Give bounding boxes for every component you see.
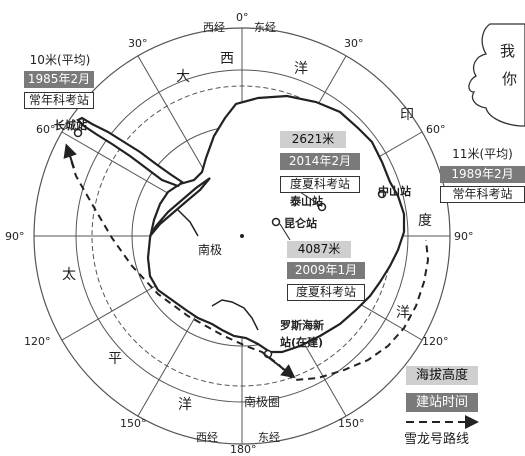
legend-route-label: 雪龙号路线	[404, 432, 470, 447]
great-wall-station-type: 常年科考站	[24, 92, 94, 109]
south-pole-marker	[240, 234, 244, 238]
deg-60-east: 60°	[426, 123, 446, 136]
kunlun-altitude: 4087米	[287, 241, 351, 258]
pacific-char-2: 平	[108, 351, 122, 367]
deg-120-east: 120°	[422, 335, 449, 348]
legend-build-time: 建站时间	[406, 393, 478, 412]
pointer-kunlun	[279, 223, 291, 241]
taishan-station-name: 泰山站	[290, 195, 323, 208]
bubble-text-1: 我	[500, 42, 516, 60]
deg-90-west: 90°	[5, 230, 25, 243]
great-wall-altitude: 10米(平均)	[24, 52, 96, 69]
deg-150-west: 150°	[120, 417, 147, 430]
deg-30-west: 30°	[128, 37, 148, 50]
east-longitude-top: 东经	[254, 21, 276, 34]
zhongshan-station-marker	[377, 189, 387, 199]
deg-120-west: 120°	[24, 335, 51, 348]
deg-180: 180°	[230, 443, 257, 456]
indian-char-2: 度	[418, 213, 432, 229]
xuelong-route	[67, 149, 430, 382]
legend-altitude: 海拔高度	[406, 366, 478, 385]
atlantic-char-2: 西	[220, 51, 234, 67]
antarctic-peninsula	[76, 116, 184, 188]
ice-shelf-line	[211, 299, 259, 331]
east-longitude-bottom: 东经	[258, 431, 280, 444]
taishan-station-marker	[317, 202, 327, 212]
south-pole-label: 南极	[198, 243, 223, 257]
zhongshan-altitude: 11米(平均)	[440, 146, 525, 163]
deg-90-east: 90°	[454, 230, 474, 243]
great-wall-station-name: 长城站	[54, 119, 87, 132]
great-wall-station-marker	[73, 128, 83, 138]
deg-30-east: 30°	[344, 37, 364, 50]
kunlun-station-marker	[271, 217, 281, 227]
taishan-station-type: 度夏科考站	[280, 176, 360, 193]
bubble-text-2: 你	[502, 70, 518, 88]
ross-sea-station-name-1: 罗斯海新	[280, 319, 324, 332]
deg-0: 0°	[236, 11, 249, 24]
taishan-altitude: 2621米	[280, 131, 346, 148]
great-wall-build-time: 1985年2月	[24, 71, 94, 88]
antarctic-circle-label: 南极圈	[244, 395, 281, 409]
west-longitude-bottom: 西经	[196, 431, 218, 444]
zhongshan-build-time: 1989年2月	[440, 166, 525, 183]
deg-60-west: 60°	[36, 123, 56, 136]
taishan-build-time: 2014年2月	[280, 153, 360, 170]
kunlun-station-name: 昆仑站	[284, 217, 317, 230]
kunlun-station-type: 度夏科考站	[287, 284, 365, 301]
pacific-char-3: 洋	[178, 397, 192, 413]
pacific-char-1: 太	[62, 267, 76, 283]
deg-150-east: 150°	[338, 417, 365, 430]
atlantic-char-1: 大	[176, 69, 190, 85]
route-arrow-north	[63, 143, 77, 169]
indian-char-3: 洋	[396, 305, 410, 321]
pointer-taishan	[299, 191, 321, 206]
ice-shelf-line	[177, 209, 199, 237]
kunlun-build-time: 2009年1月	[287, 262, 365, 279]
zhongshan-station-name: 中山站	[378, 185, 411, 198]
west-longitude-top: 西经	[203, 21, 225, 34]
ross-sea-station-name-2: 站(在建)	[280, 336, 324, 349]
atlantic-char-3: 洋	[294, 61, 308, 77]
speech-bubble	[468, 23, 525, 127]
route-arrow-south	[263, 353, 296, 379]
zhongshan-station-type: 常年科考站	[440, 186, 525, 203]
indian-char-1: 印	[400, 107, 414, 123]
